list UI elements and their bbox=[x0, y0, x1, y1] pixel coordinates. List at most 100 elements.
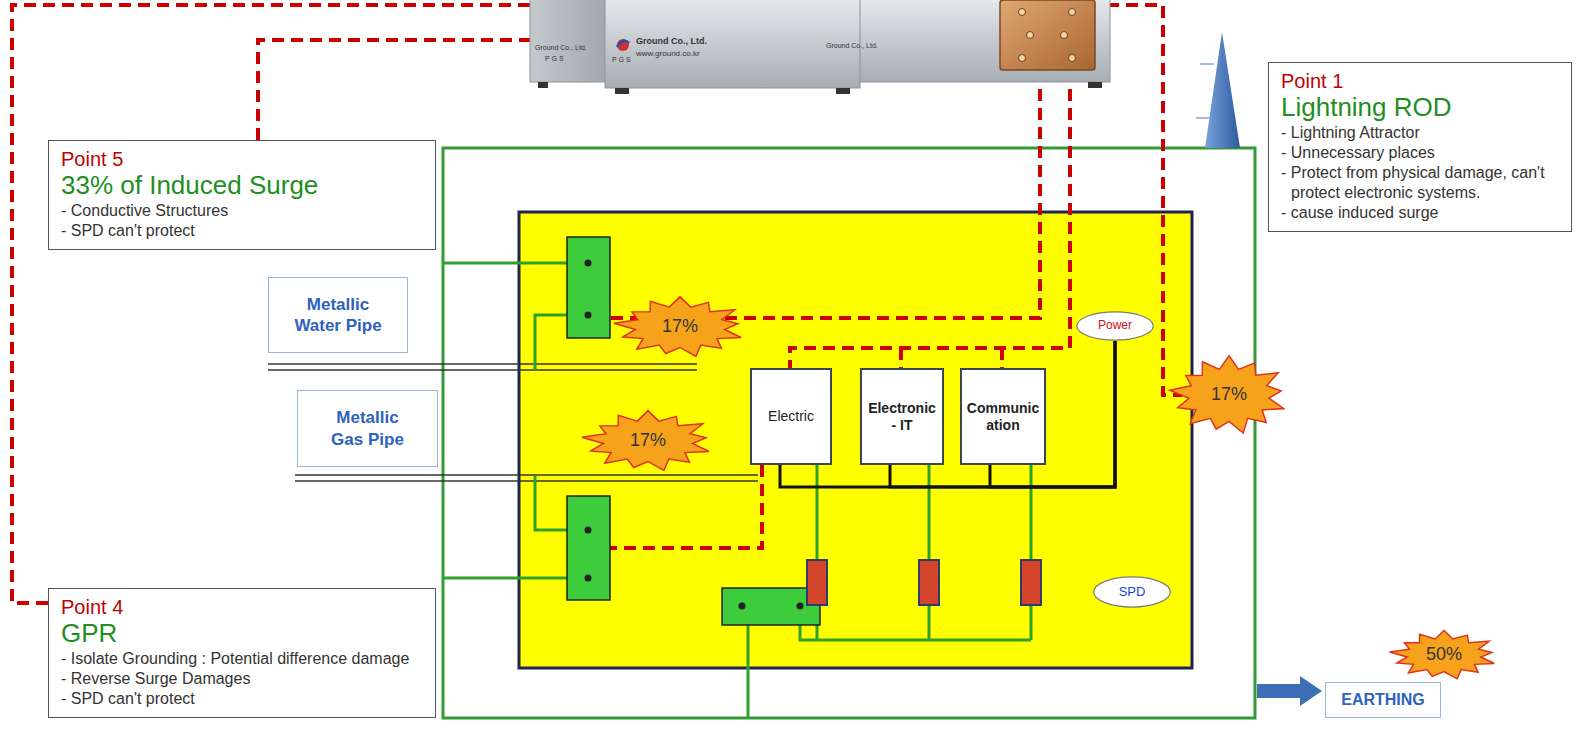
callout-title: 33% of Induced Surge bbox=[61, 171, 425, 201]
ground-wire bbox=[747, 625, 750, 718]
device-body bbox=[820, 0, 1110, 82]
pipe-label: Metallic Water Pipe bbox=[291, 294, 385, 337]
callout-title: Lightning ROD bbox=[1281, 93, 1561, 123]
equipment-box: Electronic - IT bbox=[860, 368, 944, 465]
device-foot bbox=[1088, 82, 1102, 88]
spd-blocks bbox=[807, 560, 1041, 605]
surge-percent: 17% bbox=[662, 317, 698, 337]
ellipse-outline bbox=[1077, 312, 1153, 340]
spd-label: SPD bbox=[1119, 585, 1146, 599]
ground-device bbox=[530, 0, 1110, 94]
surge-path bbox=[596, 465, 762, 548]
callout-number: Point 1 bbox=[1281, 69, 1561, 93]
equipment-box: Electric bbox=[750, 368, 832, 465]
gas-pipe bbox=[295, 474, 758, 476]
ground-bar bbox=[567, 496, 610, 600]
rod-spike bbox=[1205, 32, 1240, 148]
burst-outline bbox=[582, 411, 709, 471]
ground-wire bbox=[1030, 465, 1033, 640]
terminal-dot bbox=[585, 312, 592, 319]
power-ellipse: Power bbox=[1076, 311, 1154, 341]
equipment-box: Communication bbox=[960, 368, 1046, 465]
equipment-label: Communication bbox=[964, 400, 1042, 434]
brand-logo bbox=[617, 41, 629, 47]
terminal-dot bbox=[585, 575, 592, 582]
copper-plate bbox=[1000, 0, 1095, 70]
surge-burst: 17% bbox=[612, 296, 748, 358]
brand-logo bbox=[617, 39, 629, 51]
callout-number: Point 5 bbox=[61, 147, 425, 171]
brand-text: Ground Co., Ltd. bbox=[636, 37, 707, 47]
gas-pipe bbox=[295, 480, 758, 482]
earthing-box: EARTHING bbox=[1325, 682, 1441, 718]
surge-percent: 50% bbox=[1426, 645, 1462, 665]
rod-tick bbox=[1196, 118, 1209, 119]
ground-bar bbox=[722, 588, 820, 625]
spd-symbol bbox=[1021, 560, 1041, 605]
bullet-text: - SPD can't protect bbox=[61, 221, 425, 241]
equipment-label: Electric bbox=[754, 408, 828, 425]
surge-path bbox=[790, 70, 1070, 368]
surge-percent: 17% bbox=[630, 431, 666, 451]
terminal-dot bbox=[585, 260, 592, 267]
bullet-text: - Conductive Structures bbox=[61, 201, 425, 221]
surge-burst: 17% bbox=[1168, 355, 1290, 435]
ground-wires bbox=[443, 263, 1031, 718]
bullet-text: - cause induced surge bbox=[1281, 203, 1561, 223]
burst-outline bbox=[614, 297, 741, 357]
pipe-label-box: Metallic Water Pipe bbox=[268, 277, 408, 353]
building-outline bbox=[443, 148, 1255, 718]
earthing-arrow bbox=[1257, 676, 1322, 706]
terminal-dot bbox=[739, 603, 746, 610]
brand-text: Ground Co., Ltd. bbox=[826, 42, 878, 50]
burst-outline bbox=[1390, 631, 1495, 679]
burst-outline bbox=[1170, 356, 1284, 433]
spd-symbol bbox=[919, 560, 939, 605]
power-label: Power bbox=[1098, 319, 1132, 332]
pipe-label-box: Metallic Gas Pipe bbox=[297, 390, 438, 467]
terminal-dot bbox=[585, 527, 592, 534]
surge-burst: 17% bbox=[580, 410, 716, 472]
bullet-text: - Unnecessary places bbox=[1281, 143, 1561, 163]
ground-wire bbox=[928, 465, 931, 640]
callout-box: Point 1Lightning ROD- Lightning Attracto… bbox=[1268, 62, 1572, 232]
ground-bar bbox=[567, 237, 610, 338]
water-pipe bbox=[268, 369, 697, 371]
surge-path bbox=[12, 5, 1182, 603]
water-pipe bbox=[268, 363, 697, 365]
device-foot bbox=[836, 88, 850, 94]
plate-bolts bbox=[1019, 9, 1076, 62]
brand-text: P G S bbox=[545, 55, 564, 63]
bullet-text: - Lightning Attractor bbox=[1281, 123, 1561, 143]
brand-text: P G S bbox=[612, 56, 631, 64]
bullet-text: - SPD can't protect bbox=[61, 689, 425, 709]
equipment-label: Electronic - IT bbox=[864, 400, 940, 434]
callout-title: GPR bbox=[61, 619, 425, 649]
device-foot bbox=[615, 88, 629, 94]
bullet-text: - Reverse Surge Damages bbox=[61, 669, 425, 689]
surge-burst: 50% bbox=[1388, 630, 1500, 680]
device-body bbox=[605, 0, 860, 88]
spd-symbol bbox=[807, 560, 827, 605]
surge-path bbox=[596, 70, 1040, 318]
device-foot bbox=[538, 82, 548, 88]
pipe-label: Metallic Gas Pipe bbox=[320, 407, 415, 450]
surge-percent: 17% bbox=[1211, 385, 1247, 405]
callout-number: Point 4 bbox=[61, 595, 425, 619]
callout-box: Point 533% of Induced Surge- Conductive … bbox=[48, 140, 436, 250]
spd-ellipse: SPD bbox=[1093, 576, 1171, 608]
rod-tick bbox=[1200, 64, 1214, 65]
callout-box: Point 4GPR- Isolate Grounding : Potentia… bbox=[48, 588, 436, 718]
terminal-dot bbox=[797, 603, 804, 610]
pipe-lines bbox=[268, 364, 758, 481]
brand-text: Ground Co., Ltd. bbox=[535, 44, 587, 52]
brand-text: www.ground.co.kr bbox=[636, 50, 700, 59]
earthing-label: EARTHING bbox=[1341, 690, 1425, 709]
lightning-rod bbox=[1196, 32, 1240, 148]
ground-wire bbox=[800, 606, 1031, 640]
protected-zone bbox=[519, 212, 1192, 668]
bullet-text: - Protect from physical damage, can't pr… bbox=[1281, 163, 1561, 203]
bullet-text: - Isolate Grounding : Potential differen… bbox=[61, 649, 425, 669]
surge-paths bbox=[12, 5, 1182, 603]
